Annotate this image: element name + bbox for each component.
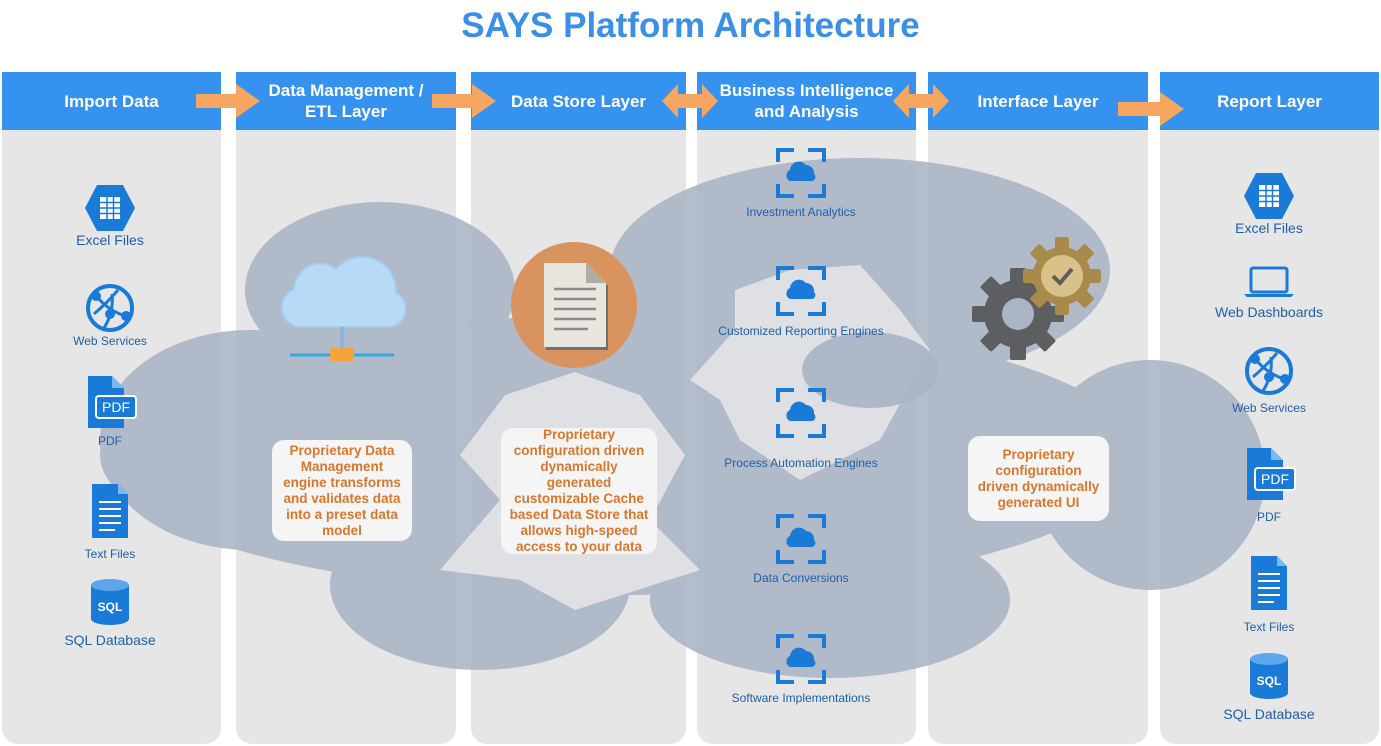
excel-file-icon [1244, 173, 1294, 219]
header-bi-layer: Business Intelligence and Analysis [697, 72, 916, 130]
import-item-label: Text Files [84, 547, 136, 561]
import-item-pdf: PDF PDF [50, 376, 170, 448]
import-item-label: PDF [98, 434, 122, 448]
import-item-sql: SQL SQL Database [50, 578, 170, 648]
import-item-label: SQL Database [64, 632, 156, 648]
cloud-app-icon [776, 514, 826, 564]
arrow-bidirectional-icon [893, 84, 949, 118]
svg-text:SQL: SQL [1257, 674, 1282, 688]
web-dashboard-icon [1244, 266, 1294, 297]
bi-item-process-automation: Process Automation Engines [707, 388, 895, 470]
report-item-label: PDF [1257, 510, 1281, 524]
bi-item-reporting-engines: Customized Reporting Engines [707, 266, 895, 338]
cloud-app-icon [776, 634, 826, 684]
cloud-app-icon [776, 388, 826, 438]
text-file-icon [92, 484, 128, 538]
cloud-app-icon [776, 266, 826, 316]
import-item-text: Text Files [50, 484, 170, 561]
web-services-icon [1245, 347, 1293, 395]
svg-text:SQL: SQL [98, 600, 123, 614]
report-item-text: Text Files [1209, 556, 1329, 634]
arrow-right-icon [432, 84, 496, 118]
bi-item-label: Customized Reporting Engines [718, 324, 884, 338]
cloud-network-icon [280, 255, 406, 361]
etl-description-box: Proprietary Data Management engine trans… [272, 440, 412, 541]
report-item-excel: Excel Files [1209, 172, 1329, 236]
report-item-label: Excel Files [1235, 220, 1303, 236]
arrow-bidirectional-icon [662, 84, 718, 118]
bi-item-data-conversions: Data Conversions [707, 514, 895, 585]
arrow-right-icon [1118, 92, 1184, 126]
header-report-layer: Report Layer [1160, 72, 1379, 130]
cloud-app-icon [776, 148, 826, 198]
report-item-web-dashboards: Web Dashboards [1209, 266, 1329, 320]
bi-item-investment-analytics: Investment Analytics [707, 148, 895, 219]
gears-icon [972, 237, 1101, 360]
arrow-right-icon [196, 84, 260, 118]
report-item-label: Web Dashboards [1215, 304, 1323, 320]
header-data-store-layer: Data Store Layer [471, 72, 686, 130]
sql-database-icon: SQL [1250, 653, 1288, 699]
header-etl-layer: Data Management / ETL Layer [236, 72, 456, 130]
import-item-web-services: Web Services [50, 282, 170, 348]
bi-item-label: Process Automation Engines [724, 456, 878, 470]
pdf-file-icon: PDF [88, 376, 137, 428]
report-item-pdf: PDF PDF [1209, 448, 1329, 524]
report-item-label: SQL Database [1223, 706, 1315, 722]
svg-text:PDF: PDF [102, 399, 130, 415]
header-interface-layer: Interface Layer [928, 72, 1148, 130]
report-item-web-services: Web Services [1209, 345, 1329, 415]
pdf-file-icon: PDF [1247, 448, 1296, 500]
import-item-excel: Excel Files [50, 184, 170, 248]
report-item-label: Text Files [1243, 620, 1295, 634]
bi-item-label: Data Conversions [753, 571, 849, 585]
bi-item-label: Investment Analytics [746, 205, 856, 219]
excel-file-icon [85, 185, 135, 231]
svg-text:PDF: PDF [1261, 471, 1289, 487]
report-item-sql: SQL SQL Database [1209, 652, 1329, 722]
bi-item-label: Software Implementations [731, 691, 871, 705]
document-icon [511, 242, 637, 368]
page-title: SAYS Platform Architecture [461, 6, 920, 45]
text-file-icon [1251, 556, 1287, 610]
interface-description-box: Proprietary configuration driven dynamic… [968, 436, 1109, 521]
web-services-icon [86, 284, 134, 332]
import-item-label: Excel Files [76, 232, 144, 248]
sql-database-icon: SQL [91, 579, 129, 625]
store-description-box: Proprietary configuration driven dynamic… [501, 427, 657, 554]
header-import-data: Import Data [2, 72, 221, 130]
bi-item-software-implementations: Software Implementations [707, 634, 895, 705]
report-item-label: Web Services [1232, 401, 1306, 415]
import-item-label: Web Services [73, 334, 147, 348]
